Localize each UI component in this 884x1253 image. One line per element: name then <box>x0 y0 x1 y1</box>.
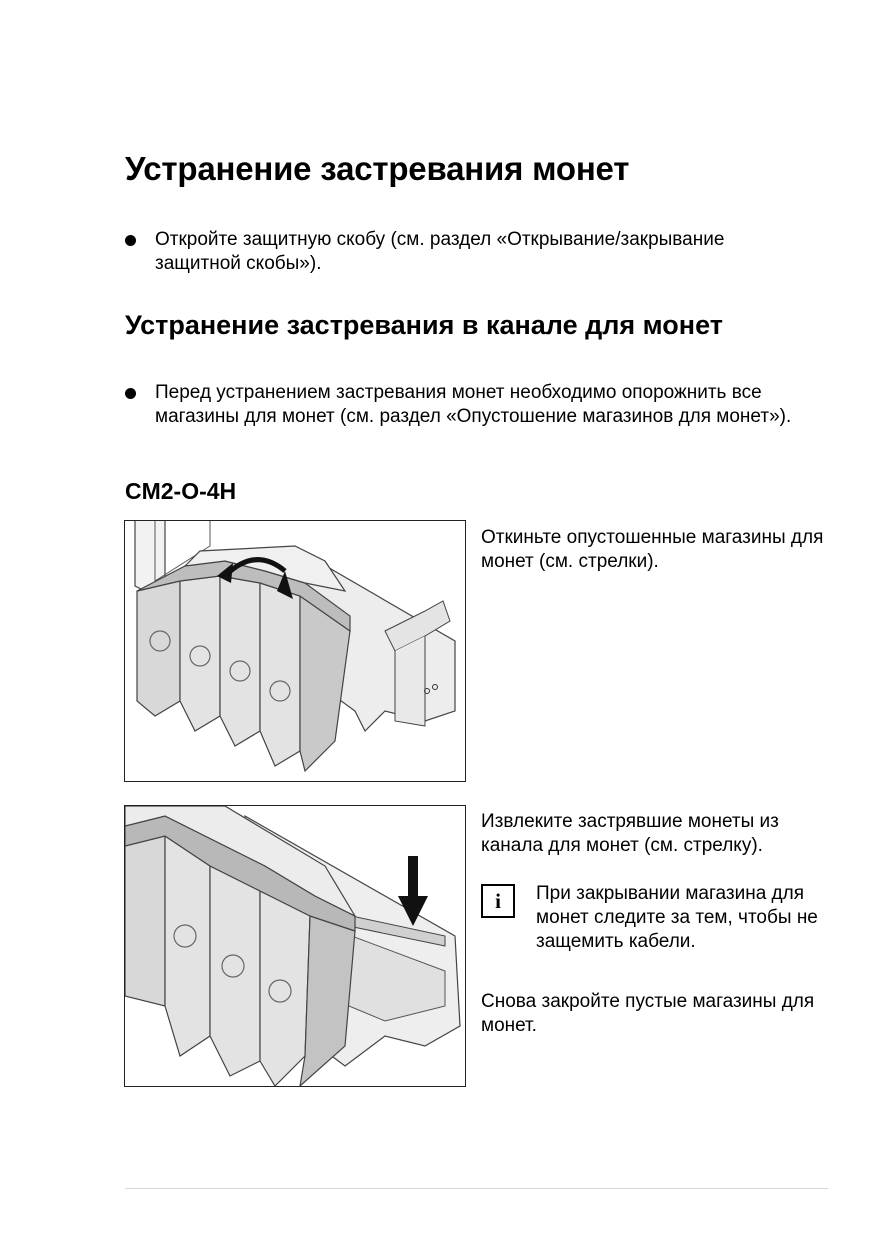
bullet-dot <box>125 388 136 399</box>
footer-divider <box>125 1188 828 1189</box>
info-icon: i <box>481 884 515 918</box>
figure-fold-magazines <box>124 520 466 782</box>
step-1-instruction: Откиньте опустошенные магазины для монет… <box>481 527 824 572</box>
illustration-magazines-folded <box>134 521 456 773</box>
model-label: CM2-O-4H <box>125 478 237 504</box>
step-3-instruction: Снова закройте пустые магазины для монет… <box>481 991 815 1036</box>
bullet-text: Откройте защитную скобу (см. раздел «Отк… <box>155 229 725 274</box>
bullet-dot <box>125 235 136 246</box>
info-note: При закрывании магазина для монет следит… <box>536 883 818 952</box>
figure-remove-coins <box>124 805 466 1087</box>
bullet-text: Перед устранением застревания монет необ… <box>155 382 792 427</box>
illustration-coin-channel <box>125 806 461 1086</box>
step-2-instruction: Извлеките застрявшие монеты из канала дл… <box>481 811 779 856</box>
section-title: Устранение застревания в канале для моне… <box>125 310 723 340</box>
page-title: Устранение застревания монет <box>125 150 630 187</box>
